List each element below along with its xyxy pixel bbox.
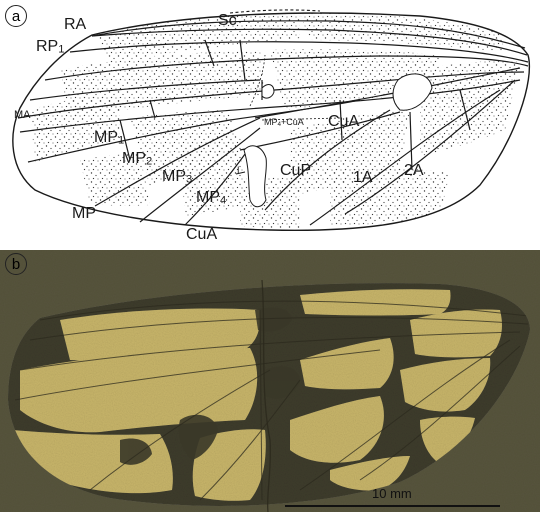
label-ma: MA	[14, 110, 31, 121]
label-mp1: MP1	[94, 130, 124, 147]
label-rp1: RP1	[36, 39, 64, 56]
label-mp3: MP3	[162, 169, 192, 186]
label-cua-upper: CuA	[328, 114, 359, 130]
label-sc: Sc	[218, 13, 237, 29]
label-cup: CuP	[280, 163, 311, 179]
label-i: I	[237, 166, 240, 175]
fossil-photo	[0, 250, 540, 512]
panel-a-drawing: a Sc RA RP1 MA MP1 MP2 MP3 MP4 MP CuA MP…	[0, 0, 540, 250]
label-mp2: MP2	[122, 151, 152, 168]
label-2a: 2A	[404, 163, 424, 179]
scale-bar-label: 10 mm	[372, 486, 412, 501]
panel-b-photo: b 10 mm	[0, 250, 540, 512]
label-1a: 1A	[353, 170, 373, 186]
label-cua-lower: CuA	[186, 227, 217, 243]
panel-a-label: a	[5, 5, 27, 27]
label-ra: RA	[64, 17, 86, 33]
label-mp: MP	[72, 206, 96, 222]
label-mp4-cua: MP4+CuA	[264, 118, 304, 128]
panel-b-label: b	[5, 253, 27, 275]
label-mp4: MP4	[196, 190, 226, 207]
